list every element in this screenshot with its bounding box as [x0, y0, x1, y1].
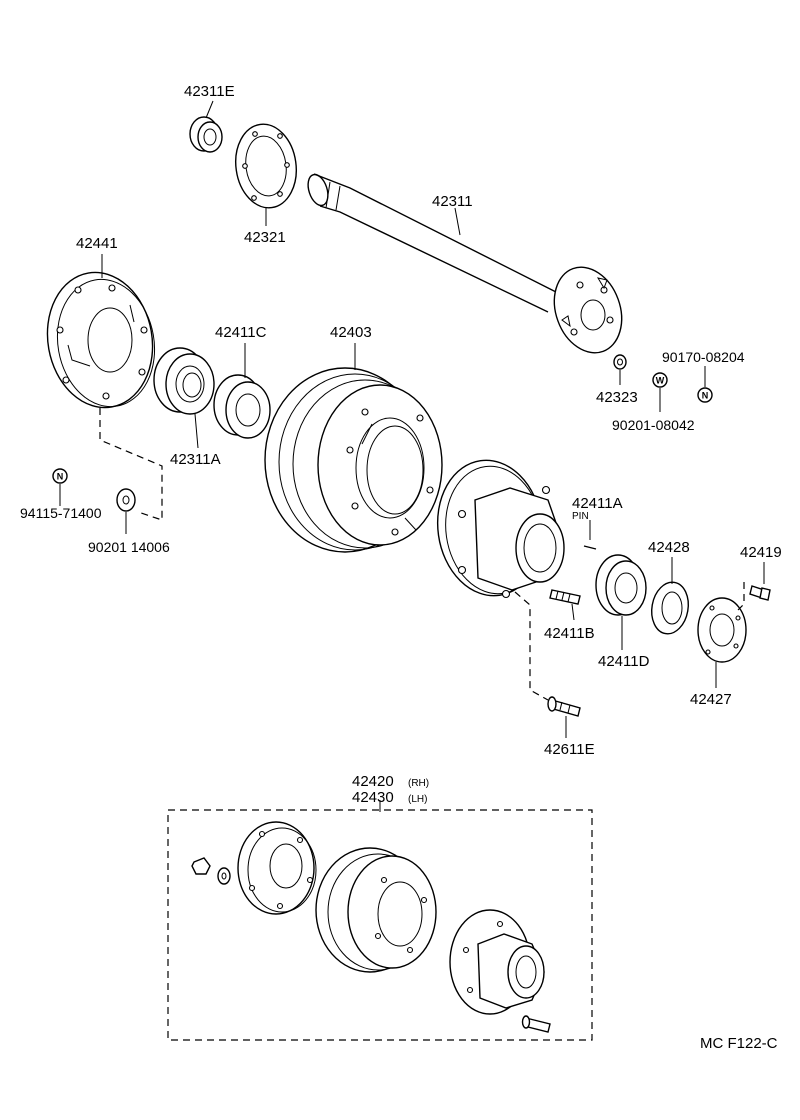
label-42411a: 42411A — [572, 495, 623, 512]
label-42420: 42420 — [352, 773, 394, 790]
svg-text:N: N — [702, 391, 709, 401]
bearing-42411d — [595, 554, 647, 616]
label-90201-14006: 90201 14006 — [88, 539, 170, 555]
label-42427: 42427 — [690, 691, 732, 708]
washer-symbol: W — [652, 372, 668, 388]
label-42411c: 42411C — [215, 324, 267, 341]
label-42611e: 42611E — [544, 741, 595, 758]
svg-text:W: W — [656, 376, 665, 386]
label-42311e: 42311E — [184, 83, 235, 100]
label-42311a: 42311A — [170, 451, 221, 468]
label-94115-71400: 94115-71400 — [20, 505, 102, 521]
bearing-42411c — [213, 374, 271, 439]
nut-symbol-94115: N — [52, 468, 68, 484]
assembly-washer — [217, 867, 231, 885]
label-42403: 42403 — [330, 324, 372, 341]
label-42430: 42430 — [352, 789, 394, 806]
brake-drum-42403 — [264, 367, 443, 553]
washer-90201-14006 — [116, 488, 136, 512]
stud-42411b — [549, 589, 581, 605]
label-lh: (LH) — [408, 794, 427, 805]
label-42419: 42419 — [740, 544, 782, 561]
label-42323: 42323 — [596, 389, 638, 406]
hub-cover-42427 — [697, 597, 747, 663]
label-42321: 42321 — [244, 229, 286, 246]
figure-code: MC F122-C — [700, 1035, 778, 1052]
backing-plate-42441 — [46, 271, 156, 409]
assembly-nut — [191, 857, 211, 875]
axle-shaft-42311 — [307, 173, 623, 354]
gasket-42428 — [651, 581, 689, 635]
label-42411d: 42411D — [598, 653, 650, 670]
assembly-boundary — [167, 809, 593, 1041]
label-42411b: 42411B — [544, 625, 595, 642]
bolt-42419 — [749, 585, 771, 601]
nut-symbol: N — [697, 387, 713, 403]
nut-42323 — [613, 354, 627, 370]
label-42428: 42428 — [648, 539, 690, 556]
label-42441: 42441 — [76, 235, 118, 252]
assembly-hub — [449, 909, 545, 1015]
label-90170-08204: 90170-08204 — [662, 349, 745, 365]
hub-bolt-42611e — [547, 696, 581, 717]
bearing-42311a — [153, 347, 215, 415]
assembly-brake-drum — [315, 847, 437, 973]
label-90201-08042: 90201-08042 — [612, 417, 695, 433]
oil-seal-42311e — [189, 116, 223, 153]
label-42311: 42311 — [432, 193, 473, 210]
axle-hub — [436, 459, 565, 599]
svg-text:N: N — [57, 472, 64, 482]
pin-42411a — [583, 545, 597, 550]
assembly-backing-plate — [237, 821, 317, 915]
gasket-42321 — [235, 123, 297, 209]
label-rh: (RH) — [408, 778, 429, 789]
label-pin: PIN — [572, 511, 589, 522]
assembly-hub-bolt — [521, 1015, 551, 1033]
